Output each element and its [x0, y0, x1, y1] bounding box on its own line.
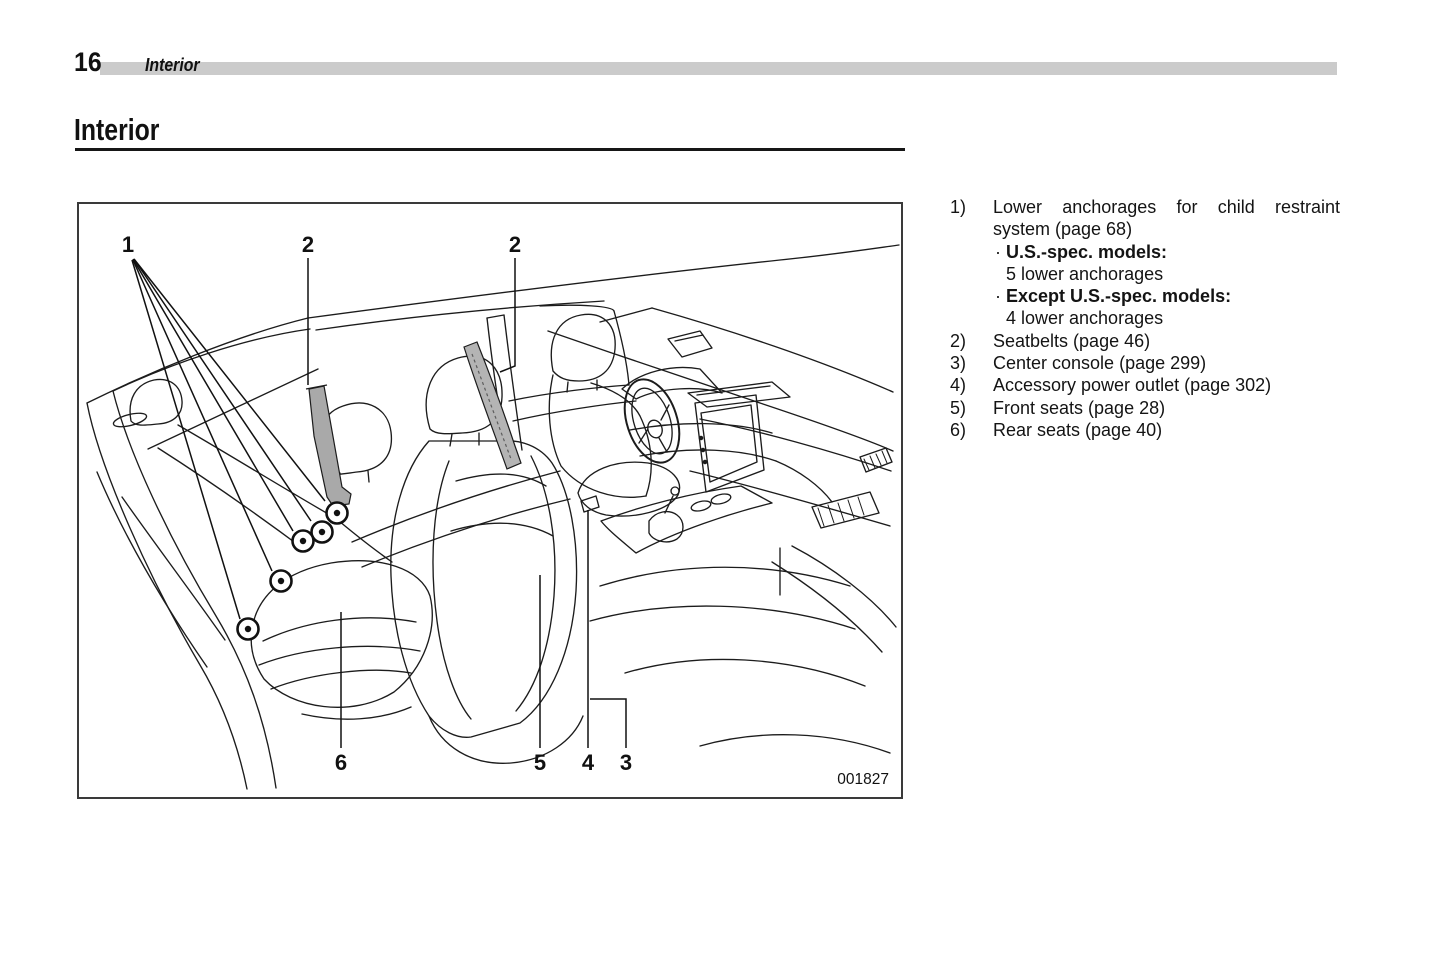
anchor-point-marker [291, 529, 315, 553]
front-seatbelt-strap [463, 341, 522, 470]
interior-illustration: 1 2 2 6 5 4 3 001827 [86, 232, 900, 790]
figure-code: 001827 [837, 771, 889, 788]
anchor-point-marker [236, 617, 260, 641]
anchor-point-marker [310, 520, 334, 544]
interior-diagram-frame: 1 2 2 6 5 4 3 001827 [77, 202, 903, 799]
page-title: Interior [74, 112, 160, 147]
steering-wheel [623, 378, 681, 464]
legend-item-number: 5) [950, 397, 967, 418]
legend-item-text: Seatbelts (page 46) [993, 330, 1151, 351]
legend-item-6: 6) Rear seats (page 40) [950, 419, 1340, 441]
legend-item-number: 3) [950, 353, 967, 374]
center-display [694, 394, 765, 493]
car-line-art [86, 244, 900, 790]
front-seat-headrest [425, 355, 503, 435]
bullet-dot: · [995, 241, 1006, 262]
rear-seat-cushion [250, 560, 433, 708]
callout-leader-lines [131, 258, 627, 748]
callout-2-front-label: 2 [509, 232, 521, 257]
rear-left-headrest [129, 378, 183, 426]
rearview-mirror [667, 330, 713, 358]
page-number: 16 [74, 47, 102, 77]
rear-seatbelt-strap [308, 385, 352, 507]
legend-item-number: 6) [950, 419, 967, 440]
callout-4-label: 4 [582, 750, 595, 775]
legend-item-number: 4) [950, 375, 967, 396]
legend-item-2: 2) Seatbelts (page 46) [950, 330, 1340, 352]
legend-item-text: Center console (page 299) [993, 353, 1207, 374]
callout-2-rear-label: 2 [302, 232, 314, 257]
legend-sub-us: · U.S.-spec. models: [993, 241, 1340, 263]
legend-sub-us-detail: 5 lower anchorages [1006, 263, 1164, 284]
accessory-power-outlet [580, 495, 600, 513]
callout-5-label: 5 [534, 750, 546, 775]
legend-item-number: 1) [950, 197, 967, 217]
door-vent [811, 491, 880, 529]
legend-sub-us-label: U.S.-spec. models: [1006, 241, 1168, 262]
legend-item-1-line2: system (page 68) [993, 219, 1133, 240]
door-handle [112, 412, 148, 428]
legend-item-text: Front seats (page 28) [993, 397, 1166, 418]
legend-item-text: Rear seats (page 40) [993, 419, 1163, 440]
anchor-point-markers [236, 501, 349, 641]
front-seat-back [390, 439, 578, 738]
center-console [600, 485, 773, 554]
legend-item-1: 1) Lower anchorages for child restraint … [950, 196, 1340, 330]
legend-sub-except: · Except U.S.-spec. models: [993, 285, 1340, 307]
callout-labels: 1 2 2 6 5 4 3 [122, 232, 632, 775]
bullet-dot: · [995, 286, 1006, 307]
header-rule-bar [100, 62, 1337, 75]
legend-sub-except-detail: 4 lower anchorages [1006, 308, 1164, 329]
legend-item-5: 5) Front seats (page 28) [950, 397, 1340, 419]
legend-item-text: Accessory power outlet (page 302) [993, 375, 1272, 396]
anchor-point-marker [269, 569, 293, 593]
legend-item-3: 3) Center console (page 299) [950, 352, 1340, 374]
legend-item-number: 2) [950, 330, 967, 351]
legend-item-1-line1: Lower anchorages for child restraint [993, 197, 1340, 217]
title-underline [75, 148, 905, 151]
callout-6-label: 6 [335, 750, 347, 775]
passenger-headrest [550, 313, 616, 382]
legend-item-4: 4) Accessory power outlet (page 302) [950, 374, 1340, 396]
callout-1-label: 1 [122, 232, 134, 257]
legend-sub-except-label: Except U.S.-spec. models: [1006, 286, 1232, 307]
legend-list: 1) Lower anchorages for child restraint … [950, 196, 1340, 441]
shift-knob [670, 486, 680, 496]
seatbelt-straps [305, 341, 522, 507]
callout-3-label: 3 [620, 750, 632, 775]
dash-side-vent [859, 447, 893, 473]
anchor-point-marker [325, 501, 349, 525]
legend-item-text: Lower anchorages for child restraint sys… [993, 196, 1340, 330]
console-armrest [577, 461, 681, 517]
header-section-label: Interior [145, 55, 200, 75]
